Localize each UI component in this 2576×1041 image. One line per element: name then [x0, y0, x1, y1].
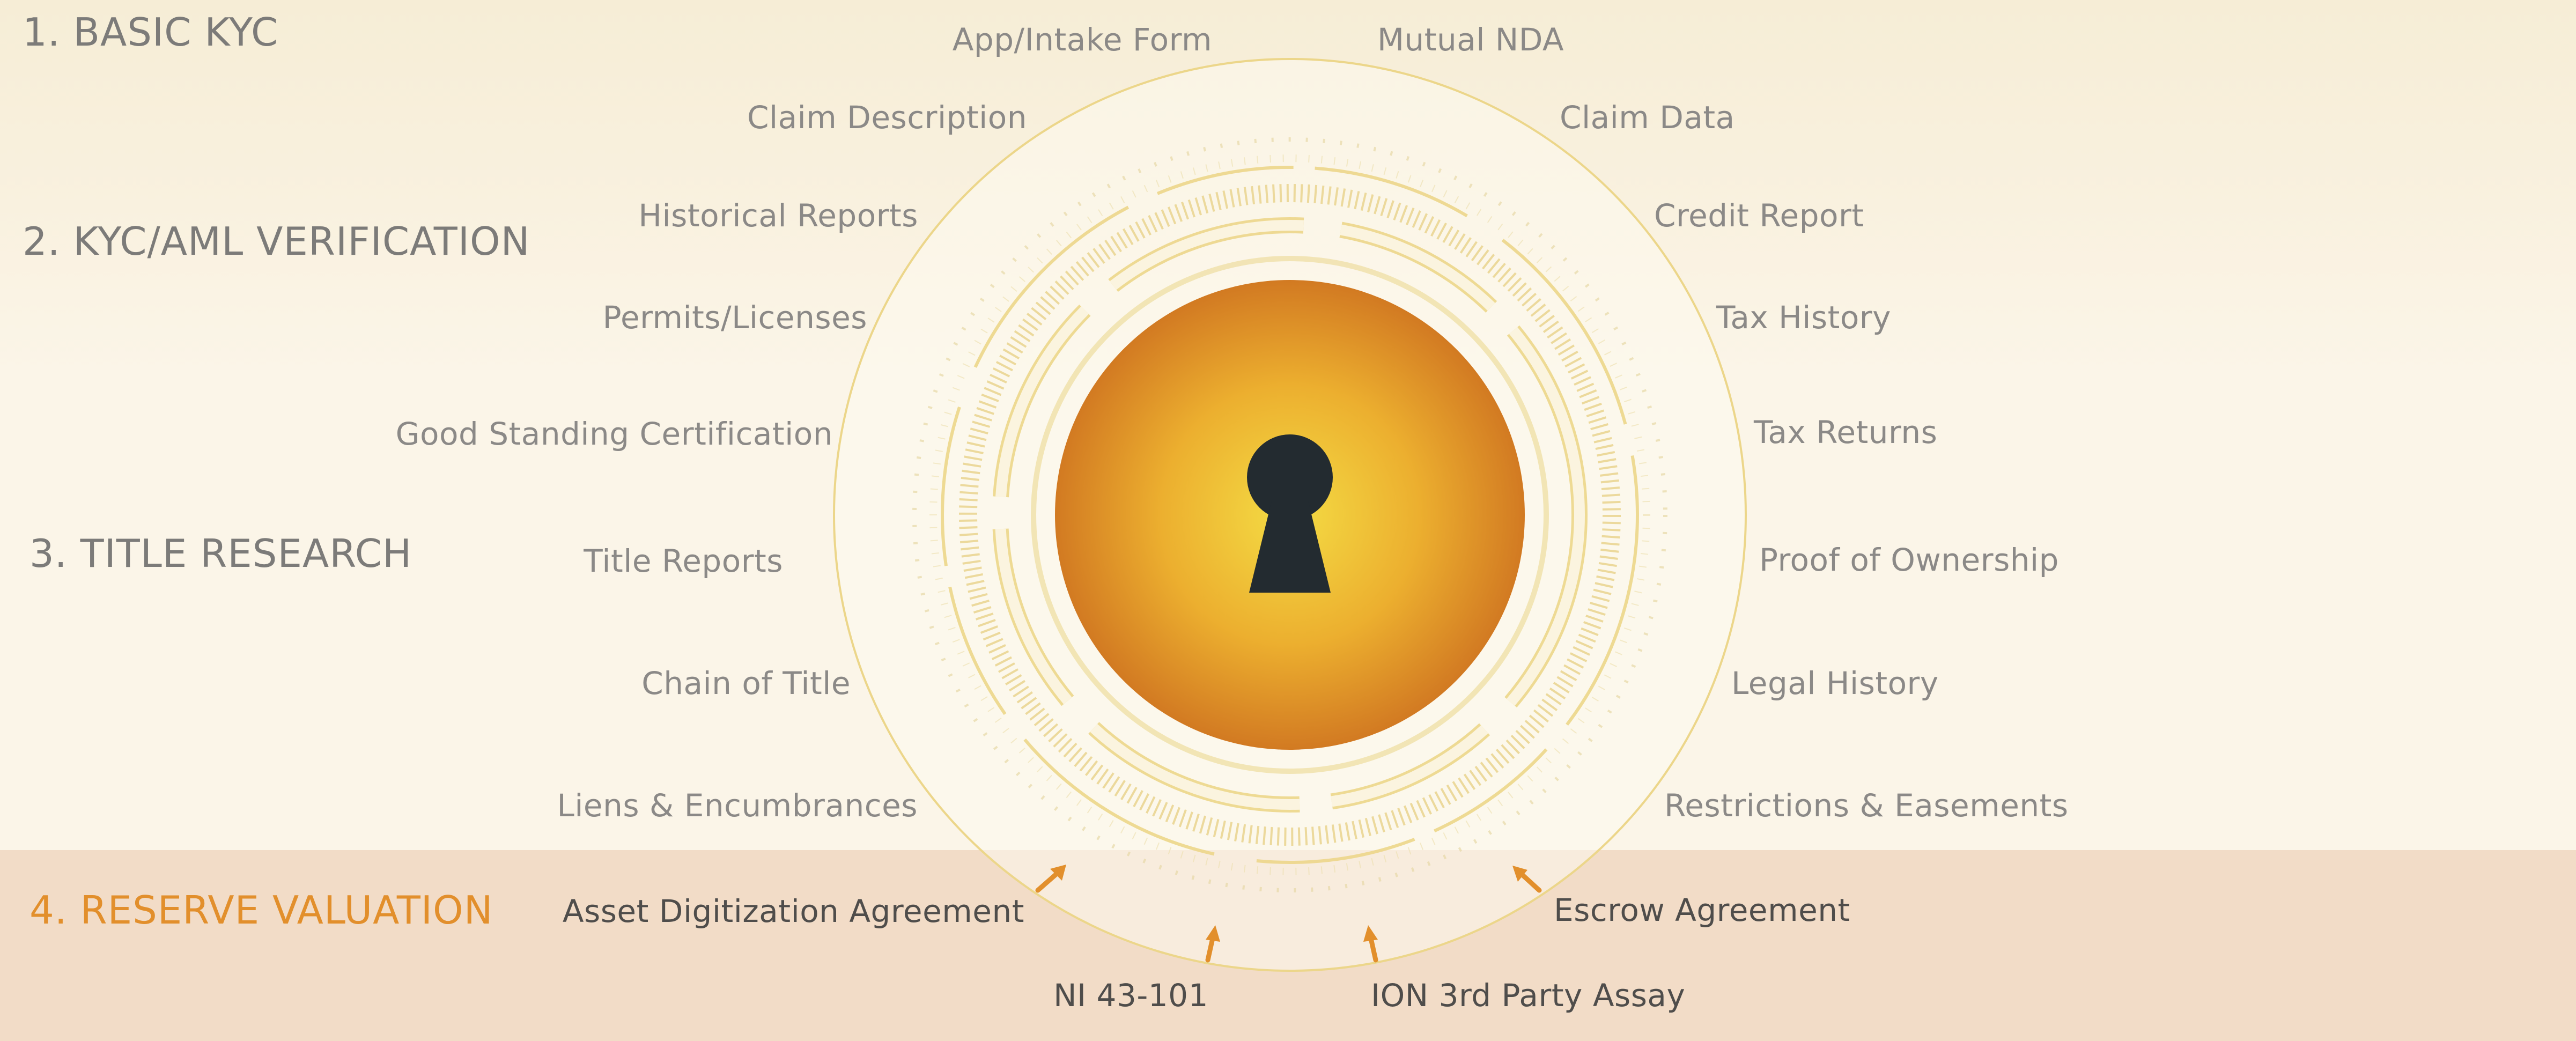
arrow-up-icon — [1035, 865, 1066, 893]
item-app-intake-form: App/Intake Form — [952, 21, 1212, 58]
item-escrow: Escrow Agreement — [1554, 892, 1850, 928]
stage-title-reserve-valuation: 4. RESERVE VALUATION — [29, 888, 493, 933]
segment-ring-outer — [941, 166, 1639, 864]
item-mutual-nda: Mutual NDA — [1377, 21, 1564, 58]
arrow-up-icon — [1363, 925, 1378, 963]
item-claim-description: Claim Description — [747, 99, 1027, 136]
keyhole-icon — [1247, 434, 1333, 593]
arrow-up-icon — [1512, 866, 1542, 893]
dotted-ring-outer — [912, 137, 1667, 892]
item-ion-assay: ION 3rd Party Assay — [1371, 977, 1686, 1014]
item-proof-of-ownership: Proof of Ownership — [1759, 542, 2059, 578]
item-asset-digitization: Asset Digitization Agreement — [562, 893, 1024, 929]
item-tax-history: Tax History — [1716, 299, 1891, 336]
item-credit-report: Credit Report — [1654, 197, 1864, 234]
item-historical-reports: Historical Reports — [638, 197, 918, 234]
item-restrictions: Restrictions & Easements — [1664, 787, 2069, 824]
item-ni-43-101: NI 43-101 — [1053, 977, 1208, 1014]
tick-ring — [959, 184, 1621, 846]
arrow-up-icon — [1205, 925, 1220, 963]
item-tax-returns: Tax Returns — [1754, 414, 1938, 451]
item-chain-of-title: Chain of Title — [641, 665, 851, 702]
inner-ring — [1031, 256, 1549, 774]
item-claim-data: Claim Data — [1560, 99, 1735, 136]
dotted-ring-mid — [929, 154, 1650, 875]
item-legal-history: Legal History — [1731, 665, 1939, 702]
stage-title-basic-kyc: 1. BASIC KYC — [23, 10, 279, 55]
item-liens: Liens & Encumbrances — [557, 787, 918, 824]
item-title-reports: Title Reports — [584, 543, 783, 579]
item-permits-licenses: Permits/Licenses — [602, 299, 867, 336]
segment-ring-inner-fill — [995, 220, 1585, 810]
stage-title-kyc-aml: 2. KYC/AML VERIFICATION — [23, 219, 530, 264]
stage-title-title-research: 3. TITLE RESEARCH — [29, 531, 412, 576]
item-good-standing: Good Standing Certification — [395, 416, 833, 452]
